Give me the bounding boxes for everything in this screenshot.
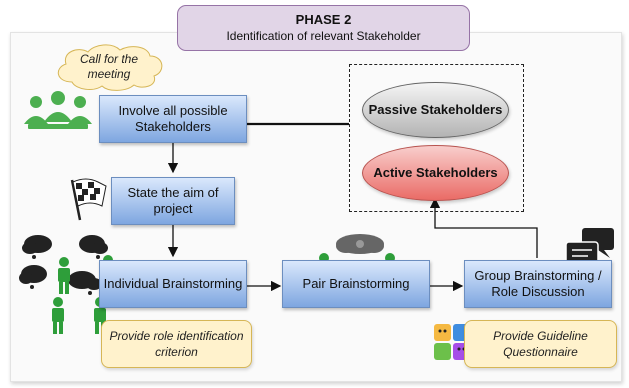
passive-stakeholders: Passive Stakeholders (362, 82, 509, 138)
thought-cloud-icon (19, 235, 108, 295)
phase-subtitle: Identification of relevant Stakeholder (226, 29, 421, 43)
thought-cloud-shape (57, 44, 163, 91)
step-involve-stakeholders: Involve all possible Stakeholders (99, 95, 247, 143)
call-for-meeting-note: Call for the meeting (50, 42, 168, 92)
step-pair-brainstorming: Pair Brainstorming (282, 260, 430, 308)
call-for-meeting-text: Call for the meeting (79, 52, 139, 81)
phase-title: PHASE 2 (295, 12, 352, 27)
checkered-flag-icon (70, 178, 107, 221)
step-individual-brainstorming: Individual Brainstorming (99, 260, 247, 308)
step-state-aim: State the aim of project (111, 177, 235, 225)
gears-cloud-icon (336, 234, 384, 254)
active-stakeholders: Active Stakeholders (362, 145, 509, 201)
connector-group-outcomes (429, 197, 538, 258)
note-role-criterion: Provide role identification criterion (101, 320, 252, 368)
step-group-brainstorming: Group Brainstorming / Role Discussion (464, 260, 612, 308)
stakeholder-types-group (349, 64, 524, 212)
note-guideline-questionnaire: Provide Guideline Questionnaire (464, 320, 617, 368)
phase-header: PHASE 2 Identification of relevant Stake… (177, 5, 470, 51)
meeting-group-icon (24, 91, 92, 129)
